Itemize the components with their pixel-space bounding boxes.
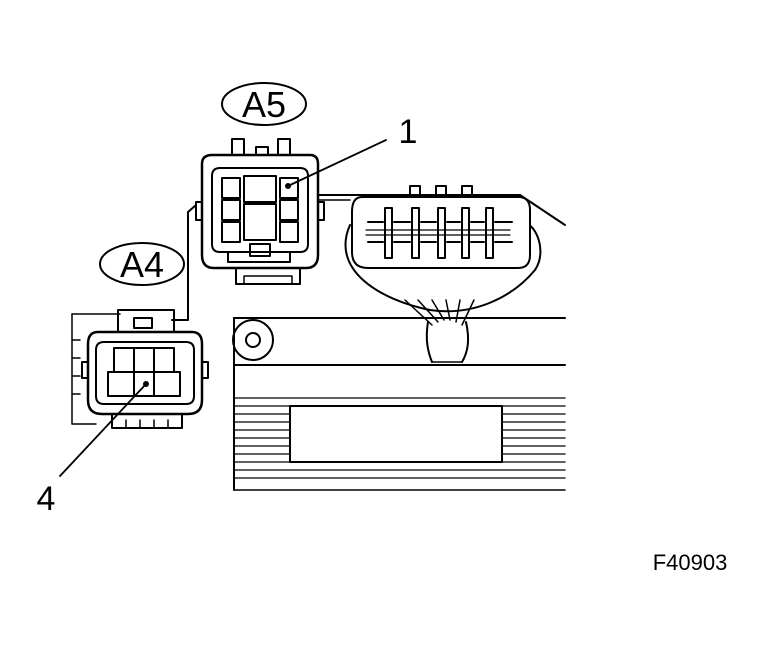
figure-id: F40903 [653,550,728,575]
leader-dot-1 [285,183,291,189]
connector-a5 [195,138,325,285]
leader-line-1 [287,139,387,187]
harness-connector [351,185,531,269]
a4-label: A4 [120,244,164,285]
wire-harness [317,194,566,363]
ecu-housing [232,317,566,491]
callout-1-label: 1 [399,113,418,151]
connector-a4 [71,309,209,429]
leader-line-4 [59,383,147,477]
a5-label-oval [221,82,307,126]
connector-wire [171,204,197,321]
callout-4-label: 4 [37,480,56,518]
a4-label-oval [99,242,185,286]
a5-label: A5 [242,84,286,125]
leader-dot-4 [143,381,149,387]
